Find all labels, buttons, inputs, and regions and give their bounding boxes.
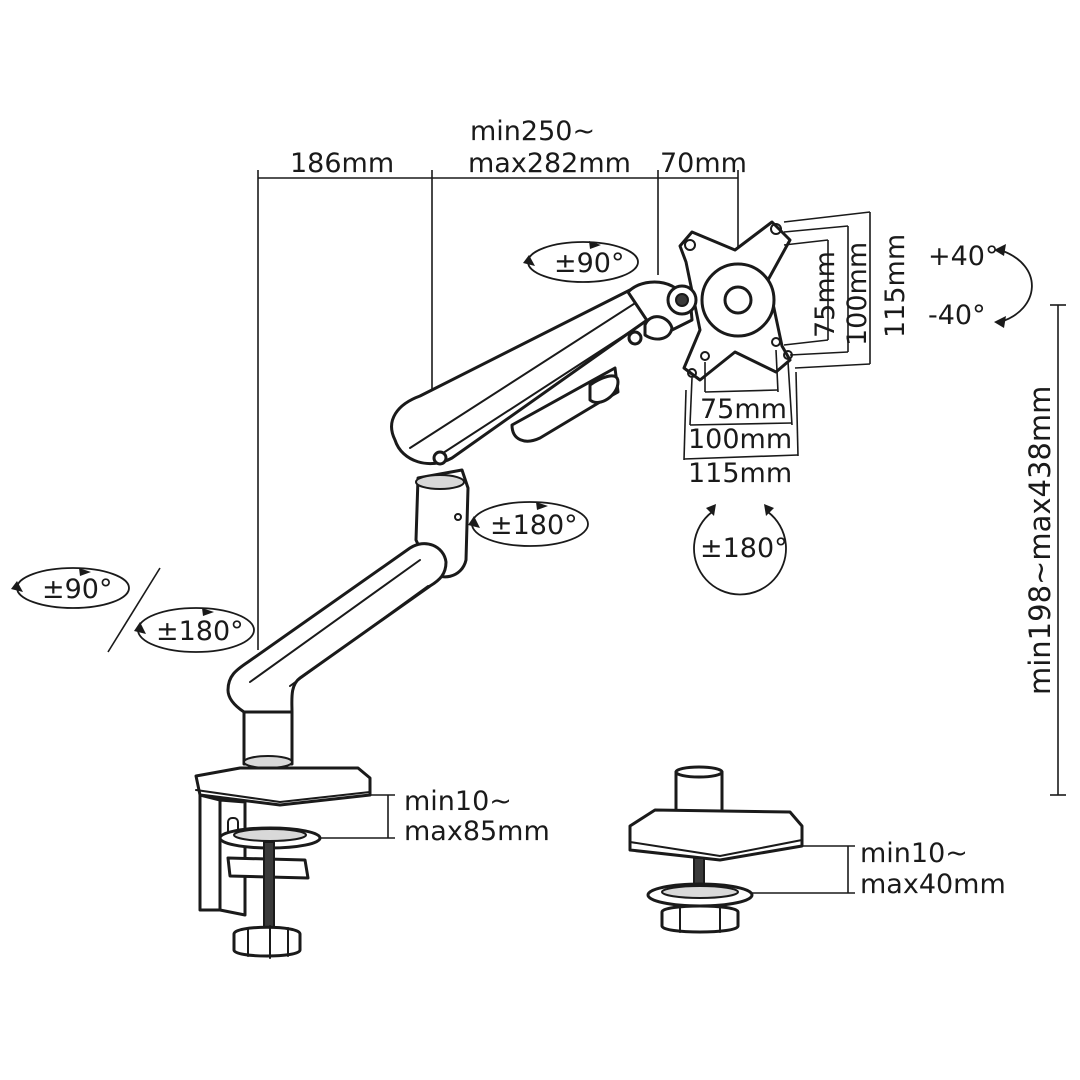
grommet-thickness-max-label: max40mm xyxy=(860,869,1006,900)
vesa-vertical-dimension xyxy=(783,211,871,369)
vesa-vertical-75-label: 75mm xyxy=(810,251,841,338)
vesa-vertical-115-label: 115mm xyxy=(880,234,911,338)
height-range-label: min198~max438mm xyxy=(1023,386,1057,695)
screen-rotation-indicator xyxy=(693,504,787,596)
clamp-thickness-min-label: min10~ xyxy=(404,786,512,817)
top-dimension-lines xyxy=(257,170,739,650)
clamp-thickness-dimension xyxy=(320,794,395,839)
grommet-mount xyxy=(628,765,804,934)
grommet-thickness-min-label: min10~ xyxy=(860,838,968,869)
base-swivel-lower-label: ±180° xyxy=(156,616,244,647)
base-swivel-lower-indicator xyxy=(134,607,255,653)
separator-slash xyxy=(107,567,161,653)
elbow-swivel-indicator xyxy=(468,501,589,547)
vesa-horizontal-75-label: 75mm xyxy=(700,394,787,425)
tilt-indicator xyxy=(994,244,1033,328)
screen-rotation-label: ±180° xyxy=(700,533,788,564)
vesa-vertical-100-label: 100mm xyxy=(842,242,873,346)
tilt-down-label: -40° xyxy=(928,300,986,331)
base-swivel-upper-label: ±90° xyxy=(42,574,112,605)
clamp-thickness-max-label: max85mm xyxy=(404,816,550,847)
vesa-horizontal-115-label: 115mm xyxy=(688,458,792,489)
vesa-horizontal-100-label: 100mm xyxy=(688,424,792,455)
c-clamp xyxy=(194,766,372,959)
height-dimension-line xyxy=(1050,304,1066,796)
head-swivel-label: ±90° xyxy=(554,248,624,279)
arm-reach-1-label: 186mm xyxy=(290,148,394,179)
vesa-horizontal-dimension xyxy=(683,349,799,461)
monitor-arm xyxy=(226,280,698,769)
arm-reach-2-max-label: max282mm xyxy=(468,148,631,179)
head-offset-label: 70mm xyxy=(660,148,747,179)
tilt-up-label: +40° xyxy=(928,241,998,272)
vesa-plate xyxy=(678,220,793,382)
grommet-thickness-dimension xyxy=(752,845,855,894)
head-swivel-indicator xyxy=(523,241,639,283)
base-swivel-upper-indicator xyxy=(11,567,130,609)
arm-reach-2-min-label: min250~ xyxy=(470,116,595,147)
elbow-swivel-label: ±180° xyxy=(490,510,578,541)
